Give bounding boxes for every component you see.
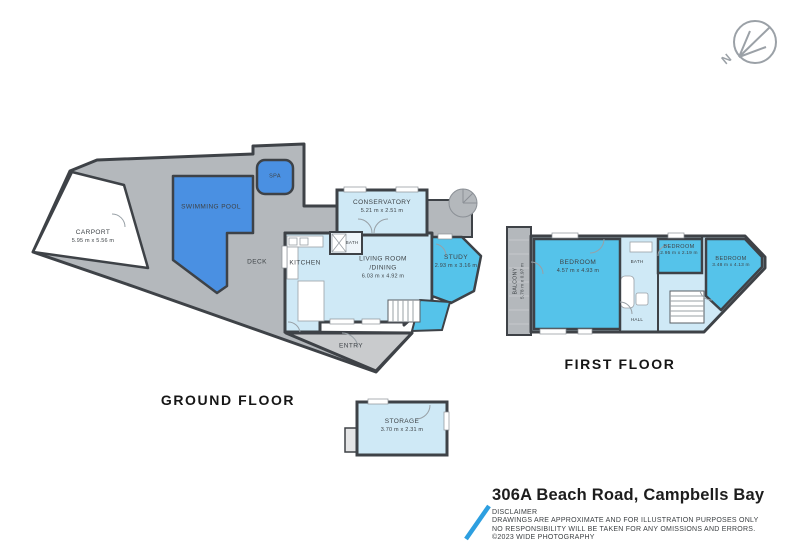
disclaimer-text: DISCLAIMER DRAWINGS ARE APPROXIMATE AND … bbox=[492, 509, 792, 543]
disclaimer-line1: DRAWINGS ARE APPROXIMATE AND FOR ILLUSTR… bbox=[492, 517, 759, 525]
entry-area bbox=[284, 331, 414, 373]
disclaimer-heading: DISCLAIMER bbox=[492, 509, 538, 516]
bedroom3-area bbox=[704, 237, 764, 312]
conservatory-area bbox=[335, 188, 429, 237]
storage-windows bbox=[367, 398, 450, 431]
first-floor-title: FIRST FLOOR bbox=[564, 356, 676, 372]
compass-icon bbox=[733, 20, 777, 64]
storage-door-arc bbox=[415, 404, 431, 420]
spa-area bbox=[255, 158, 295, 196]
first-windows bbox=[539, 232, 685, 335]
first-stairs bbox=[669, 290, 705, 324]
ground-bath bbox=[329, 231, 363, 255]
disclaimer-line2: NO RESPONSIBILITY WILL BE TAKEN FOR ANY … bbox=[492, 525, 756, 533]
door-arcs-ground bbox=[111, 213, 447, 348]
logo-slash-icon bbox=[464, 504, 491, 541]
door-arcs-first bbox=[530, 238, 713, 315]
footer: 306A Beach Road, Campbells Bay DISCLAIME… bbox=[492, 486, 792, 543]
first-bath-fixtures bbox=[620, 241, 653, 309]
property-address: 306A Beach Road, Campbells Bay bbox=[492, 486, 765, 504]
ground-floor-plan bbox=[31, 142, 483, 374]
disclaimer-line3: ©2023 WIDE PHOTOGRAPHY bbox=[492, 534, 595, 542]
swimming-pool-area bbox=[171, 174, 255, 295]
balcony-area bbox=[506, 226, 532, 336]
ground-windows bbox=[281, 186, 453, 325]
study-area bbox=[430, 235, 483, 305]
storage-plan bbox=[344, 398, 450, 457]
storage-area bbox=[355, 400, 449, 457]
ground-floor-title: GROUND FLOOR bbox=[160, 392, 296, 408]
kitchen-counters bbox=[286, 235, 325, 322]
bedroom2-area bbox=[656, 237, 704, 275]
first-floor-plan bbox=[506, 226, 767, 336]
curved-stair bbox=[448, 188, 478, 218]
bedroom1-area bbox=[532, 237, 622, 331]
carport-area bbox=[31, 170, 150, 270]
internal-stairs bbox=[387, 299, 421, 323]
